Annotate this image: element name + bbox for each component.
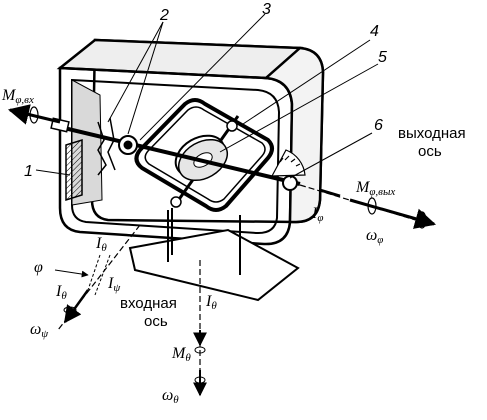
moment-in-label: Mφ,вх [1, 87, 34, 106]
base-plate [128, 228, 300, 302]
scale-right [270, 149, 306, 177]
input-axis-label-1: входная [120, 295, 177, 312]
input-axis-label-2: ось [144, 313, 168, 330]
rotor-bearing-bottom [170, 196, 182, 208]
label-part-2: 2 [159, 7, 169, 24]
label-part-1: 1 [24, 163, 33, 180]
omega-phi-label: ωφ [366, 227, 383, 246]
I-theta-top-label: Iθ [95, 235, 107, 254]
input-axis [193, 260, 207, 397]
scale-left [65, 138, 83, 202]
moment-out-label: Mφ,вых [355, 179, 395, 198]
bearing-right [282, 175, 298, 191]
label-part-6: 6 [374, 117, 383, 134]
omega-psi-label: ωψ [30, 321, 48, 340]
I-psi-label: Iψ [107, 275, 120, 294]
output-axis-arrow [299, 184, 437, 229]
housing-side-face [262, 46, 325, 224]
I-theta-left-label: Iθ [55, 283, 67, 302]
main-shaft [50, 117, 301, 191]
I-theta-right-label: Iθ [205, 293, 217, 312]
psi-axis [54, 224, 141, 331]
spring [97, 117, 116, 176]
omega-theta-label: ωθ [162, 387, 179, 406]
input-moment-arrow [7, 104, 61, 125]
I-phi-label: Iφ [311, 205, 323, 224]
outer-gimbal [134, 98, 274, 212]
leaders [35, 13, 379, 179]
output-axis-label-1: выходная [398, 125, 466, 142]
rotor-bearing-top [226, 120, 238, 132]
base [128, 208, 300, 302]
label-part-4: 4 [370, 23, 379, 40]
moment-theta-label: Mθ [171, 345, 191, 364]
label-part-5: 5 [378, 49, 387, 66]
housing [56, 38, 325, 246]
label-part-3: 3 [262, 1, 271, 18]
output-axis-label-2: ось [418, 143, 442, 160]
housing-inner-frame [71, 78, 281, 235]
phi-label: φ [34, 259, 43, 276]
